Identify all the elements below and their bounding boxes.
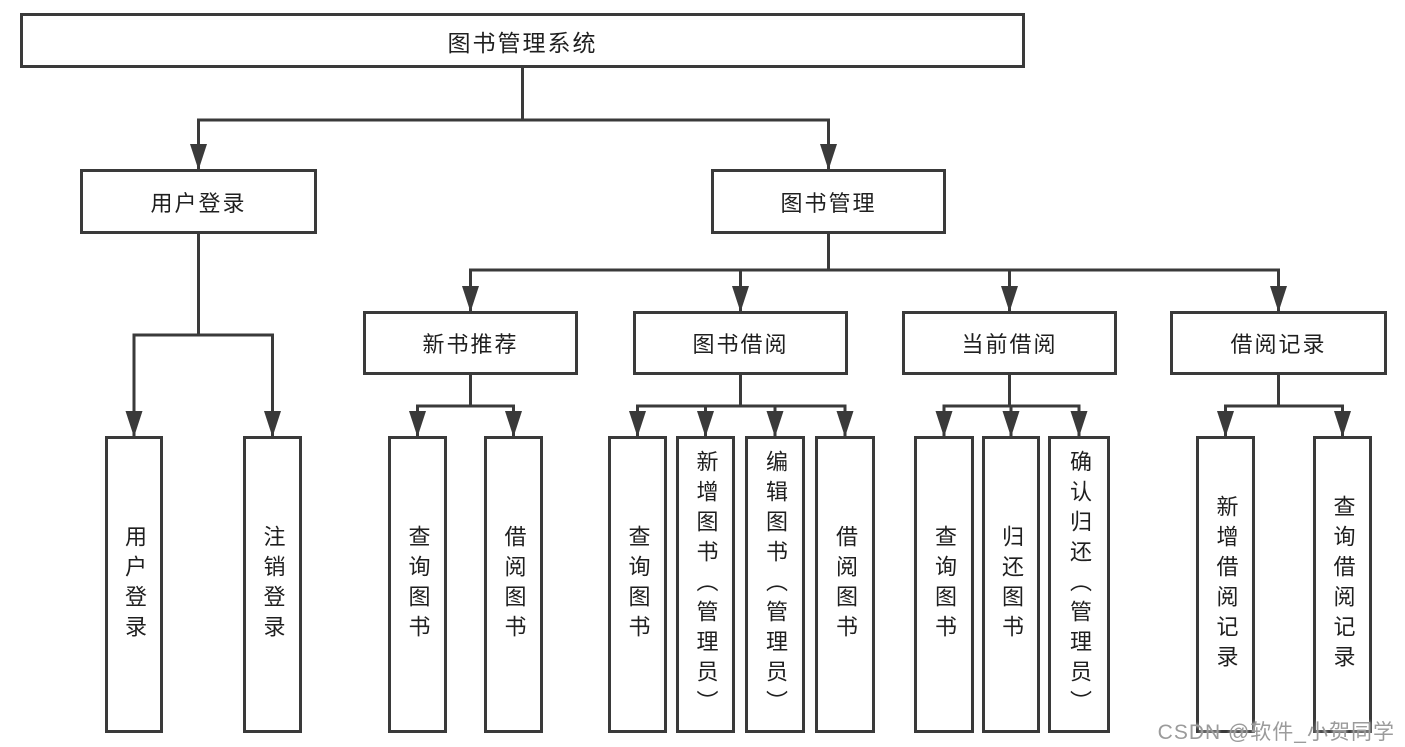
watermark: CSDN @软件_小贺同学 bbox=[1157, 721, 1395, 744]
arrowhead-icon bbox=[766, 411, 784, 437]
node-leaf-nbr-borrow-books: 借阅图书 bbox=[484, 436, 543, 733]
node-book-borrowing: 图书借阅 bbox=[633, 311, 848, 375]
edge-current-borrowing bbox=[935, 375, 1088, 437]
node-leaf-user-login: 用户登录 bbox=[105, 436, 163, 733]
node-current-borrowing: 当前借阅 bbox=[902, 311, 1117, 375]
node-leaf-cb-return-books: 归还图书 bbox=[982, 436, 1040, 733]
arrowhead-icon bbox=[409, 411, 426, 437]
node-leaf-bb-query-books: 查询图书 bbox=[608, 436, 667, 733]
edge-book-management bbox=[462, 234, 1287, 312]
node-leaf-bb-borrow-books: 借阅图书 bbox=[815, 436, 875, 733]
arrowhead-icon bbox=[1070, 411, 1088, 437]
node-leaf-cb-query-books: 查询图书 bbox=[914, 436, 974, 733]
arrowhead-icon bbox=[125, 411, 143, 437]
edge-user-login bbox=[125, 234, 281, 437]
node-leaf-bb-add-books: 新增图书（管理员） bbox=[676, 436, 735, 733]
arrowhead-icon bbox=[836, 411, 854, 437]
edge-new-book-recommend bbox=[409, 375, 522, 437]
arrowhead-icon bbox=[1002, 411, 1020, 437]
node-leaf-cb-confirm-return: 确认归还（管理员） bbox=[1048, 436, 1110, 733]
arrowhead-icon bbox=[1270, 286, 1287, 312]
node-leaf-bb-edit-books: 编辑图书（管理员） bbox=[745, 436, 805, 733]
arrowhead-icon bbox=[1334, 411, 1351, 437]
arrowhead-icon bbox=[732, 286, 749, 312]
node-leaf-nbr-query-books: 查询图书 bbox=[388, 436, 447, 733]
arrowhead-icon bbox=[264, 411, 281, 437]
arrowhead-icon bbox=[462, 286, 479, 312]
edge-library-system bbox=[190, 68, 837, 170]
arrowhead-icon bbox=[1217, 411, 1234, 437]
arrowhead-icon bbox=[820, 144, 837, 170]
node-user-login: 用户登录 bbox=[80, 169, 317, 234]
node-new-book-recommend: 新书推荐 bbox=[363, 311, 578, 375]
arrowhead-icon bbox=[505, 411, 522, 437]
node-borrowing-records: 借阅记录 bbox=[1170, 311, 1387, 375]
arrowhead-icon bbox=[935, 411, 953, 437]
arrowhead-icon bbox=[629, 411, 646, 437]
edge-borrowing-records bbox=[1217, 375, 1351, 437]
node-book-management: 图书管理 bbox=[711, 169, 946, 234]
arrowhead-icon bbox=[190, 144, 207, 170]
node-leaf-logout: 注销登录 bbox=[243, 436, 302, 733]
node-library-system: 图书管理系统 bbox=[20, 13, 1025, 68]
arrowhead-icon bbox=[1001, 286, 1018, 312]
node-leaf-br-query-record: 查询借阅记录 bbox=[1313, 436, 1372, 733]
edge-book-borrowing bbox=[629, 375, 854, 437]
node-leaf-br-add-record: 新增借阅记录 bbox=[1196, 436, 1255, 733]
arrowhead-icon bbox=[697, 411, 714, 437]
